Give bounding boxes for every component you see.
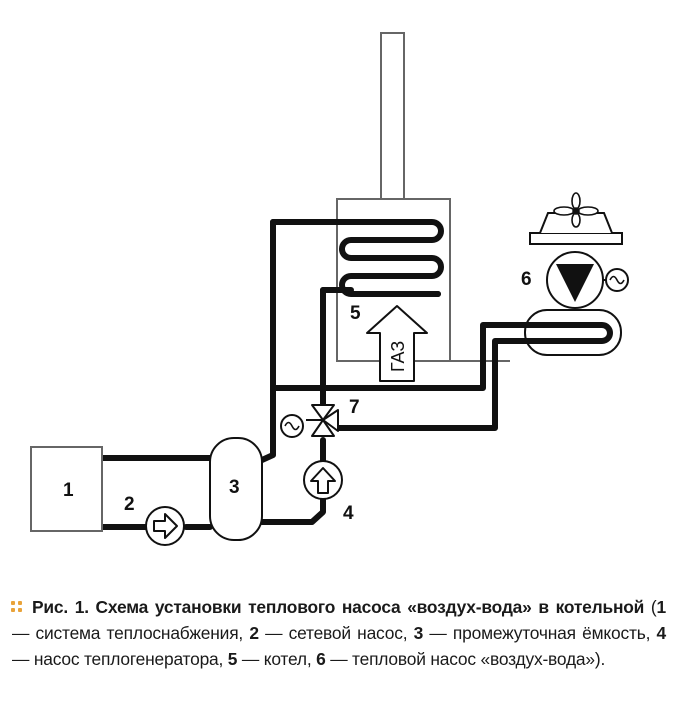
caption-item-num: 1 xyxy=(656,597,667,617)
boiler-chimney xyxy=(380,32,405,200)
label-valve: 7 xyxy=(349,397,360,418)
caption-item-text: — котел, xyxy=(237,649,317,669)
caption-item-num: 4 xyxy=(656,623,667,643)
label-network-pump: 2 xyxy=(124,494,135,515)
caption-title: Рис. 1. Схема установки теплового насоса… xyxy=(32,597,645,617)
label-boiler: 5 xyxy=(350,303,361,324)
boiler-heat-exchanger-coil xyxy=(270,219,444,297)
caption-item-text: — промежуточная ёмкость, xyxy=(423,623,657,643)
caption-item-num: 3 xyxy=(413,623,424,643)
pump-to-tank-pipe xyxy=(259,495,326,525)
caption-item-text: — система теплоснабжения, xyxy=(12,623,250,643)
valve-actuator-icon xyxy=(280,414,304,438)
caption-item-text: — сетевой насос, xyxy=(258,623,414,643)
heat-pump-installation-diagram: 1 2 3 4 7 5 ГАЗ xyxy=(30,32,629,546)
heat-pump-motor-icon xyxy=(605,268,629,292)
compressor-triangle-icon xyxy=(556,264,594,302)
caption-item-num: 6 xyxy=(316,649,326,669)
up-arrow-icon xyxy=(310,467,336,494)
heat-pump-exchanger-coil xyxy=(519,322,613,344)
caption-item-text: — тепловой насос «воздух-вода»). xyxy=(325,649,606,669)
caption-item-num: 2 xyxy=(249,623,259,643)
gas-label: ГАЗ xyxy=(388,341,408,372)
label-system: 1 xyxy=(63,480,74,501)
tank-to-heat-pump-supply xyxy=(270,322,548,391)
heat-pump-exchanger-shell xyxy=(524,309,622,356)
boiler-supply-pipe xyxy=(259,219,276,463)
heat-pump-fan-unit xyxy=(529,192,623,245)
label-generator-pump: 4 xyxy=(343,503,354,524)
gas-arrow xyxy=(366,305,428,382)
caption-item-num: 5 xyxy=(227,649,238,669)
fan-icon xyxy=(553,192,599,228)
heat-pump-return-pipe xyxy=(335,338,525,431)
caption-open: ( xyxy=(644,597,657,617)
label-buffer-tank: 3 xyxy=(229,477,240,498)
three-way-valve xyxy=(306,404,339,437)
figure-caption: Рис. 1. Схема установки теплового насоса… xyxy=(12,594,666,672)
label-heat-pump: 6 xyxy=(521,269,532,290)
pipework xyxy=(99,219,613,530)
heating-system-box xyxy=(30,446,103,532)
right-arrow-icon xyxy=(153,513,178,539)
buffer-tank xyxy=(209,437,263,541)
caption-item-text: — насос теплогенератора, xyxy=(12,649,228,669)
